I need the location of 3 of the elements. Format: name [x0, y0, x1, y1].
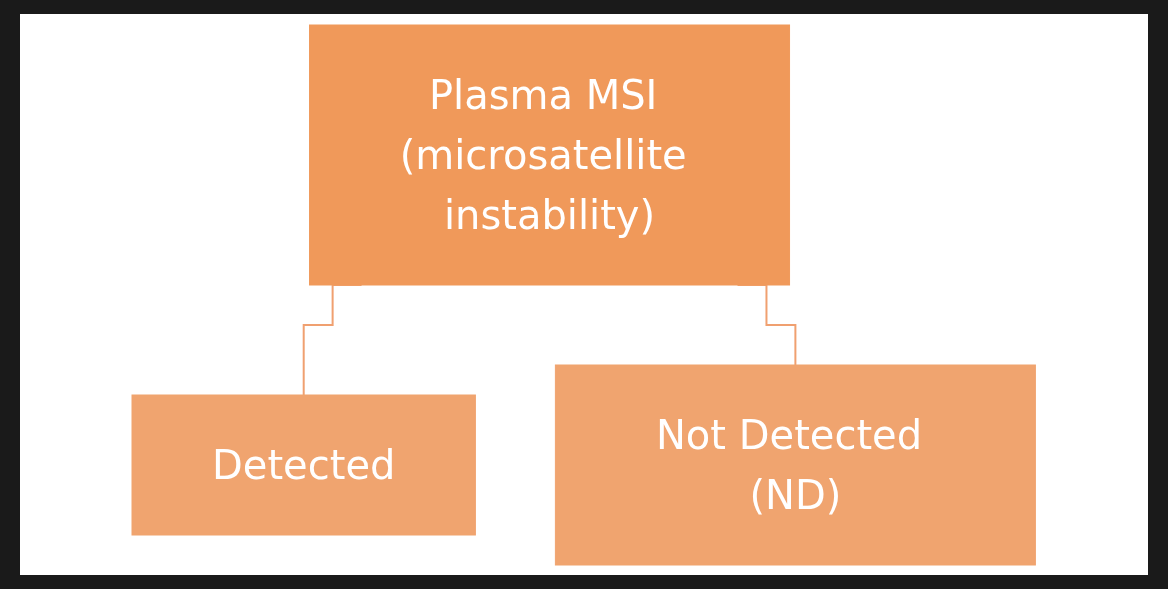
node-box: Detected — [131, 394, 477, 535]
node-box: Not Detected (ND) — [555, 364, 1037, 565]
node-box: Plasma MSI (microsatellite instability) — [309, 24, 791, 285]
